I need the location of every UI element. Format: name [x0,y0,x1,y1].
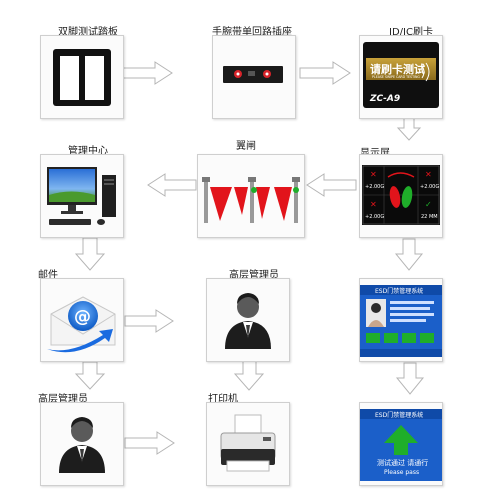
arrow-management-to-mail [74,237,106,271]
box-mail: @ [40,278,124,362]
arrow-gate-to-management [147,173,197,197]
arrow-esd1-to-esd2 [395,362,425,395]
esd-system-screen-2: ESD门禁管理系统 测试通过 请通行 Please pass [360,409,442,481]
card-panel-title: 请刷卡测试 [370,62,425,76]
card-panel-model: ZC-A9 [369,94,400,104]
arrow-manager2-to-printer [124,431,175,455]
esd-system-screen-1: ESD门禁管理系统 [360,285,442,357]
fail-mark-icon: ✕ [370,200,377,209]
label-card-reader: ID/IC刷卡 [389,27,433,38]
esd-pass-message: 测试通过 请通行 [377,458,428,467]
label-senior-manager-1: 高层管理员 [229,270,279,281]
label-mail: 邮件 [38,270,58,281]
pedal-icon [53,49,111,106]
box-esd-screen-1: ESD门禁管理系统 [359,278,443,362]
fail-mark-icon: ✕ [425,170,432,179]
label-double-pedal: 双脚测试踏板 [58,27,118,38]
arrow-mail-to-manager [124,309,174,333]
fail-mark-icon: ✕ [370,170,377,179]
label-display-screen: 显示屏 [360,144,390,159]
arrow-mail-to-manager2 [74,361,106,390]
box-double-pedal [40,35,124,119]
arrow-manager-to-printer [233,359,265,391]
arrow-pedal-to-wrist [122,61,173,85]
email-icon: @ [47,296,116,353]
box-display-screen: ✕ ✕ +2.00G +2.00G ✕ ✓ +2.00G 22 MM [359,154,443,238]
box-senior-manager-2 [40,402,124,486]
display-value: +2.00G [420,184,439,190]
card-panel-subtitle: PLEASE SWIPE CARD TESTING [372,75,420,79]
arrow-display-to-esd1 [394,238,424,271]
left-foot-icon [389,186,401,208]
label-senior-manager-2: 高层管理员 [38,394,88,405]
printer-icon [220,414,276,472]
computer-icon [47,167,116,225]
wing-gate-illustration [202,177,300,223]
svg-text:@: @ [74,307,91,327]
display-screen-panel: ✕ ✕ +2.00G +2.00G ✕ ✓ +2.00G 22 MM [362,165,440,225]
esd-title-2: ESD门禁管理系统 [375,411,423,419]
box-printer [206,402,290,486]
label-printer: 打印机 [208,394,238,405]
manager-avatar-icon [225,293,271,349]
contactless-icon [421,62,430,82]
box-esd-screen-2: ESD门禁管理系统 测试通过 请通行 Please pass [359,402,443,486]
right-foot-icon [401,186,413,208]
box-senior-manager-1 [206,278,290,362]
arrow-card-to-display [396,116,422,141]
display-value: +2.00G [365,214,384,220]
card-reader-panel: 请刷卡测试 PLEASE SWIPE CARD TESTING ZC-A9 [363,42,439,108]
box-card-reader: 请刷卡测试 PLEASE SWIPE CARD TESTING ZC-A9 [359,35,443,119]
display-value: 22 MM [421,214,438,220]
box-wrist-socket [212,35,296,119]
label-wrist-socket: 手腕带单回路插座 [212,27,292,38]
pass-check-icon: ✓ [425,200,432,209]
box-wing-gate [197,154,305,238]
label-management-center: 管理中心 [68,146,108,157]
arrow-wrist-to-card [299,61,351,85]
arrow-display-to-gate [306,173,357,197]
wrist-socket-icon [223,66,283,83]
pass-arrow-icon [384,425,418,455]
display-value: +2.00G [365,184,384,190]
label-wing-gate: 翼闸 [236,141,256,152]
box-management-center [40,154,124,238]
manager-avatar-icon [59,417,105,473]
esd-title-1: ESD门禁管理系统 [375,287,423,295]
esd-pass-message-en: Please pass [384,469,419,476]
